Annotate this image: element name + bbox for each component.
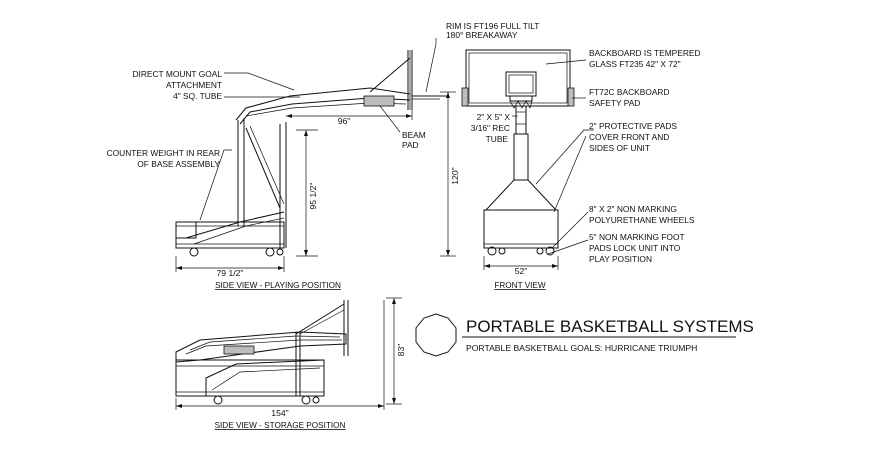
label-counter-weight: OF BASE ASSEMBLY — [137, 159, 220, 169]
label-wheels: 8" X 2" NON MARKING — [589, 204, 677, 214]
caption-front: FRONT VIEW — [494, 281, 546, 290]
label-tube: TUBE — [486, 134, 509, 144]
dimension-front-width: 52" — [515, 266, 528, 276]
label-backboard: GLASS FT235 42" X 72" — [589, 59, 681, 69]
label-mount: 4" SQ. TUBE — [173, 91, 222, 101]
annotations-side-playing: RIM IS FT196 FULL TILT 180° BREAKAWAY DI… — [107, 21, 540, 169]
drawing-subtitle: PORTABLE BASKETBALL GOALS: HURRICANE TRI… — [466, 343, 697, 353]
label-beam-pad: BEAM — [402, 130, 426, 140]
label-protective-pads: SIDES OF UNIT — [589, 143, 650, 153]
label-protective-pads: COVER FRONT AND — [589, 132, 669, 142]
label-backboard: BACKBOARD IS TEMPERED — [589, 48, 701, 58]
title-block: PORTABLE BASKETBALL SYSTEMS PORTABLE BAS… — [415, 313, 754, 357]
protective-pad — [484, 179, 558, 211]
target-square — [505, 71, 537, 97]
rec-tube — [515, 105, 527, 135]
leaders-front — [512, 59, 594, 255]
label-tube: 2" X 5" X — [477, 112, 511, 122]
backboard-pad — [461, 87, 469, 107]
rim-front — [509, 95, 533, 102]
label-beam-pad: PAD — [402, 140, 419, 150]
folded-boom — [175, 331, 347, 363]
dimension-base-length: 79 1/2" — [217, 268, 244, 278]
label-foot-pads: PADS LOCK UNIT INTO — [589, 243, 681, 253]
label-backboard-pad: FT72C BACKBOARD — [589, 87, 670, 97]
backboard — [465, 49, 571, 107]
front-view — [461, 49, 575, 256]
beam-pad — [363, 95, 395, 107]
beam-pad-storage — [223, 345, 255, 355]
dimensions-front: 52" — [483, 256, 559, 276]
dimension-height-inner: 95 1/2" — [308, 183, 318, 210]
storage-base — [175, 359, 325, 397]
label-counter-weight: COUNTER WEIGHT IN REAR — [107, 148, 220, 158]
wheel-icon — [213, 395, 223, 405]
side-view-playing — [175, 50, 448, 257]
dimension-reach: 96" — [338, 116, 351, 126]
label-protective-pads: 2" PROTECTIVE PADS — [589, 121, 677, 131]
label-foot-pads: PLAY POSITION — [589, 254, 652, 264]
backboard-pad — [567, 87, 575, 107]
wheel-icon — [189, 247, 199, 257]
label-wheels: POLYURETHANE WHEELS — [589, 215, 695, 225]
dimension-height-total: 120" — [450, 167, 460, 184]
side-view-storage — [175, 300, 349, 405]
label-mount: DIRECT MOUNT GOAL — [133, 69, 223, 79]
label-mount: ATTACHMENT — [166, 80, 222, 90]
wheel-icon — [487, 246, 497, 256]
label-foot-pads: 5" NON MARKING FOOT — [589, 232, 685, 242]
decagon-logo-icon — [415, 313, 457, 357]
label-rim: 180° BREAKAWAY — [446, 30, 518, 40]
dimension-storage-height: 83" — [396, 344, 406, 357]
dimensions-storage: 154" 83" — [175, 297, 406, 418]
drawing-title: PORTABLE BASKETBALL SYSTEMS — [466, 317, 754, 336]
label-backboard-pad: SAFETY PAD — [589, 98, 640, 108]
caption-side-storage: SIDE VIEW - STORAGE POSITION — [215, 421, 346, 430]
leaders-side-playing — [199, 38, 437, 221]
label-tube: 3/16" REC — [471, 123, 510, 133]
caption-side-playing: SIDE VIEW - PLAYING POSITION — [215, 281, 341, 290]
dimension-storage-length: 154" — [271, 408, 288, 418]
wheel-icon — [545, 246, 555, 256]
front-base — [483, 209, 559, 249]
wheel-icon — [301, 395, 311, 405]
wheel-icon — [265, 247, 275, 257]
dimensions-side-playing: 96" 79 1/2" 95 1/2" 120" — [175, 91, 460, 278]
annotations-front: BACKBOARD IS TEMPERED GLASS FT235 42" X … — [471, 48, 701, 264]
label-rim: RIM IS FT196 FULL TILT — [446, 21, 539, 31]
